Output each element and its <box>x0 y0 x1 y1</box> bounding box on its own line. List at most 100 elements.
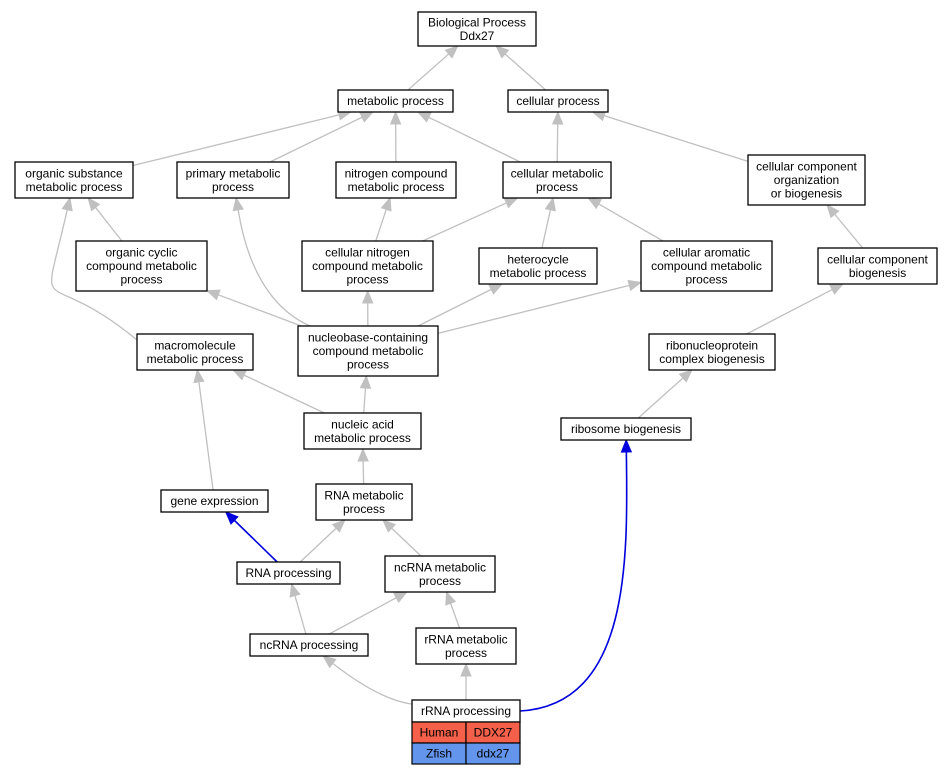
edge-rnp-to-ccb <box>746 288 833 335</box>
edge-ribosome-to-rnp <box>637 377 684 419</box>
node-box <box>640 240 773 292</box>
edge-cell_nitrogen-to-nitrogen <box>375 209 387 242</box>
edge-nucleic-to-macromolecule <box>243 374 325 414</box>
node-box <box>236 561 341 585</box>
edge-heterocycle-to-cell_metab <box>541 209 552 249</box>
arrowhead-cell_nitrogen-to-cell_metab <box>503 197 519 209</box>
node-box <box>136 333 254 371</box>
node-label: metabolic process <box>26 180 123 194</box>
arrowhead-rna_proc-to-rna_metab <box>331 519 346 533</box>
arrowhead-heterocycle-to-cell_metab <box>544 196 556 212</box>
edge-ncrna_proc-to-ncrna_metab <box>328 597 397 635</box>
node-label: nucleic acid <box>331 417 394 431</box>
node-box <box>297 325 439 377</box>
arrowhead-cell_aromatic-to-cell_metab <box>587 197 602 210</box>
node-label: or biogenesis <box>771 187 842 201</box>
ortholog-gene-label: DDX27 <box>474 726 513 740</box>
go-term-ribosome[interactable]: ribosome biogenesis <box>560 417 692 441</box>
go-term-rrna-proc[interactable]: rRNA processing <box>411 699 521 723</box>
node-label: cellular aromatic <box>663 246 750 260</box>
node-box <box>502 161 612 199</box>
ortholog-species-label: Zfish <box>426 747 452 761</box>
arrowhead-ncrna_proc-to-rna_proc <box>289 582 301 598</box>
arrowhead-ncrna_metab-to-rna_metab <box>382 519 397 533</box>
node-box <box>384 555 496 593</box>
node-label: gene expression <box>170 494 258 508</box>
edge-cellular-to-bp <box>504 53 547 91</box>
arrowhead-nucleobase-to-cell_nitrogen <box>361 289 374 304</box>
node-label: metabolic process <box>314 431 411 445</box>
arrowhead-rnp-to-ccb <box>829 283 845 295</box>
node-label: process <box>120 273 162 287</box>
node-label: cellular metabolic <box>511 166 604 180</box>
go-term-ncrna-proc[interactable]: ncRNA processing <box>249 633 369 657</box>
node-label: metabolic process <box>147 352 244 366</box>
node-label: cellular component <box>827 252 928 266</box>
node-box <box>176 161 290 199</box>
node-label: cellular nitrogen <box>325 246 410 260</box>
node-box <box>75 240 208 292</box>
arrowhead-rrna_metab-to-ncrna_metab <box>445 590 457 606</box>
node-label: process <box>346 273 388 287</box>
edge-ccob-to-cellular <box>603 115 749 163</box>
edge-primary-to-metabolic <box>269 116 363 163</box>
node-box <box>303 412 422 450</box>
node-label: organic substance <box>25 166 123 180</box>
go-term-cellular[interactable]: cellular process <box>507 89 609 113</box>
ortholog-species-cell: Human <box>411 721 467 744</box>
go-term-metabolic[interactable]: metabolic process <box>337 89 454 113</box>
node-label: heterocycle <box>507 252 569 266</box>
node-label: macromolecule <box>154 338 236 352</box>
node-box <box>417 11 537 47</box>
node-label: compound metabolic <box>651 259 762 273</box>
node-box <box>560 417 692 441</box>
edge-cell_aromatic-to-cell_metab <box>598 203 664 242</box>
arrowhead-primary-to-metabolic <box>359 111 375 123</box>
edge-organic_cyclic-to-organic_sub <box>95 207 123 242</box>
ortholog-gene-cell: DDX27 <box>465 721 521 744</box>
arrowhead-ccb-to-ccob <box>826 203 840 219</box>
node-box <box>415 627 517 665</box>
node-label: nucleobase-containing <box>308 331 428 345</box>
edge-nucleobase-to-cell_aromatic <box>437 284 630 335</box>
node-box <box>337 89 454 113</box>
edge-nucleic-to-nucleobase <box>363 387 367 414</box>
edge-gene_expr-to-macromolecule <box>198 381 214 491</box>
edge-organic_sub-to-metabolic <box>132 114 340 167</box>
edge-rna_proc-to-rna_metab <box>299 527 337 563</box>
node-label: RNA metabolic <box>324 488 403 502</box>
node-label: Biological Process <box>428 15 526 29</box>
node-label: ribonucleoprotein <box>666 338 758 352</box>
node-label: ribosome biogenesis <box>571 422 681 436</box>
arrowhead-cell_nitrogen-to-nitrogen <box>380 196 392 212</box>
node-label: process <box>347 358 389 372</box>
node-label: process <box>536 180 578 194</box>
go-term-rna-proc[interactable]: RNA processing <box>236 561 341 585</box>
arrowhead-gene_expr-to-macromolecule <box>193 368 205 384</box>
ortholog-species-label: Human <box>420 726 459 740</box>
node-label: biogenesis <box>849 266 906 280</box>
go-term-gene-expr[interactable]: gene expression <box>160 489 269 513</box>
node-box <box>478 247 598 285</box>
edge-cell_nitrogen-to-cell_metab <box>422 202 507 242</box>
